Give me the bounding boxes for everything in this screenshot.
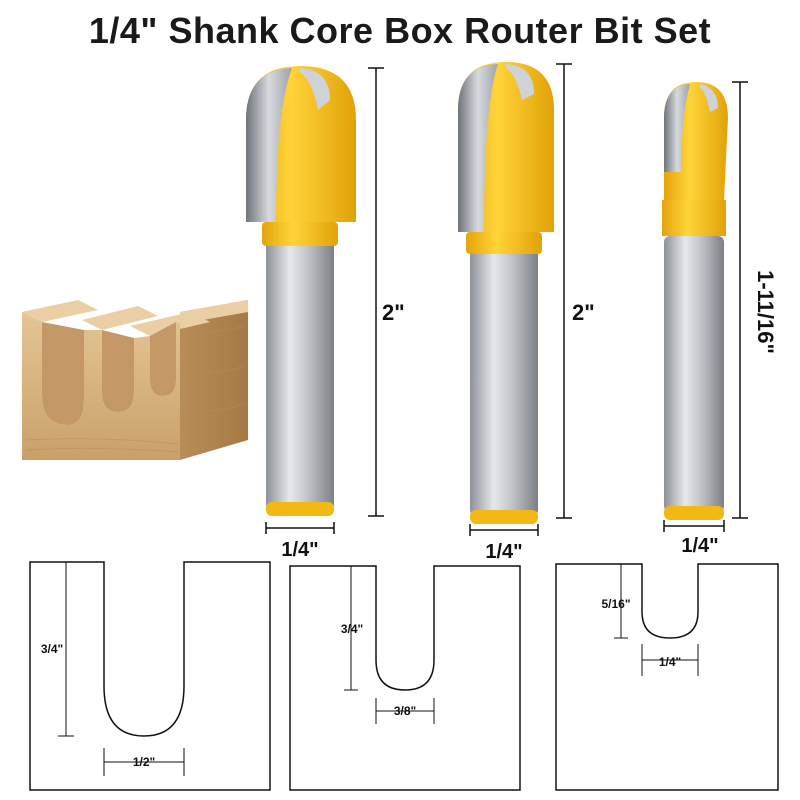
profile-diagram-2: 3/4" 3/8" (289, 565, 521, 791)
router-bit-1 (246, 66, 356, 516)
shank-dimension-lines (265, 520, 725, 536)
bit-1-height-label: 2" (382, 300, 405, 325)
profile-2-depth-label: 3/4" (341, 622, 363, 636)
height-dimension-lines (368, 63, 748, 519)
router-bit-2 (458, 62, 554, 524)
bit-3-shank-label: 1/4" (681, 535, 718, 557)
bit-2-height-label: 2" (572, 300, 595, 325)
profile-1-depth-label: 3/4" (41, 642, 63, 656)
bit-3-height-label: 1-11/16" (753, 270, 778, 354)
product-title: 1/4" Shank Core Box Router Bit Set (88, 10, 712, 51)
profile-diagram-1: 3/4" 1/2" (29, 561, 271, 791)
profile-diagram-3: 5/16" 1/4" (555, 563, 779, 791)
bit-2-shank-label: 1/4" (485, 541, 522, 563)
bit-1-shank-label: 1/4" (281, 539, 318, 561)
profile-1-width-label: 1/2" (133, 755, 155, 769)
profile-3-depth-label: 5/16" (601, 597, 630, 611)
wood-block-sample (22, 300, 248, 460)
profile-3-width-label: 1/4" (659, 655, 681, 669)
profile-2-width-label: 3/8" (394, 704, 416, 718)
router-bit-3 (662, 82, 728, 520)
